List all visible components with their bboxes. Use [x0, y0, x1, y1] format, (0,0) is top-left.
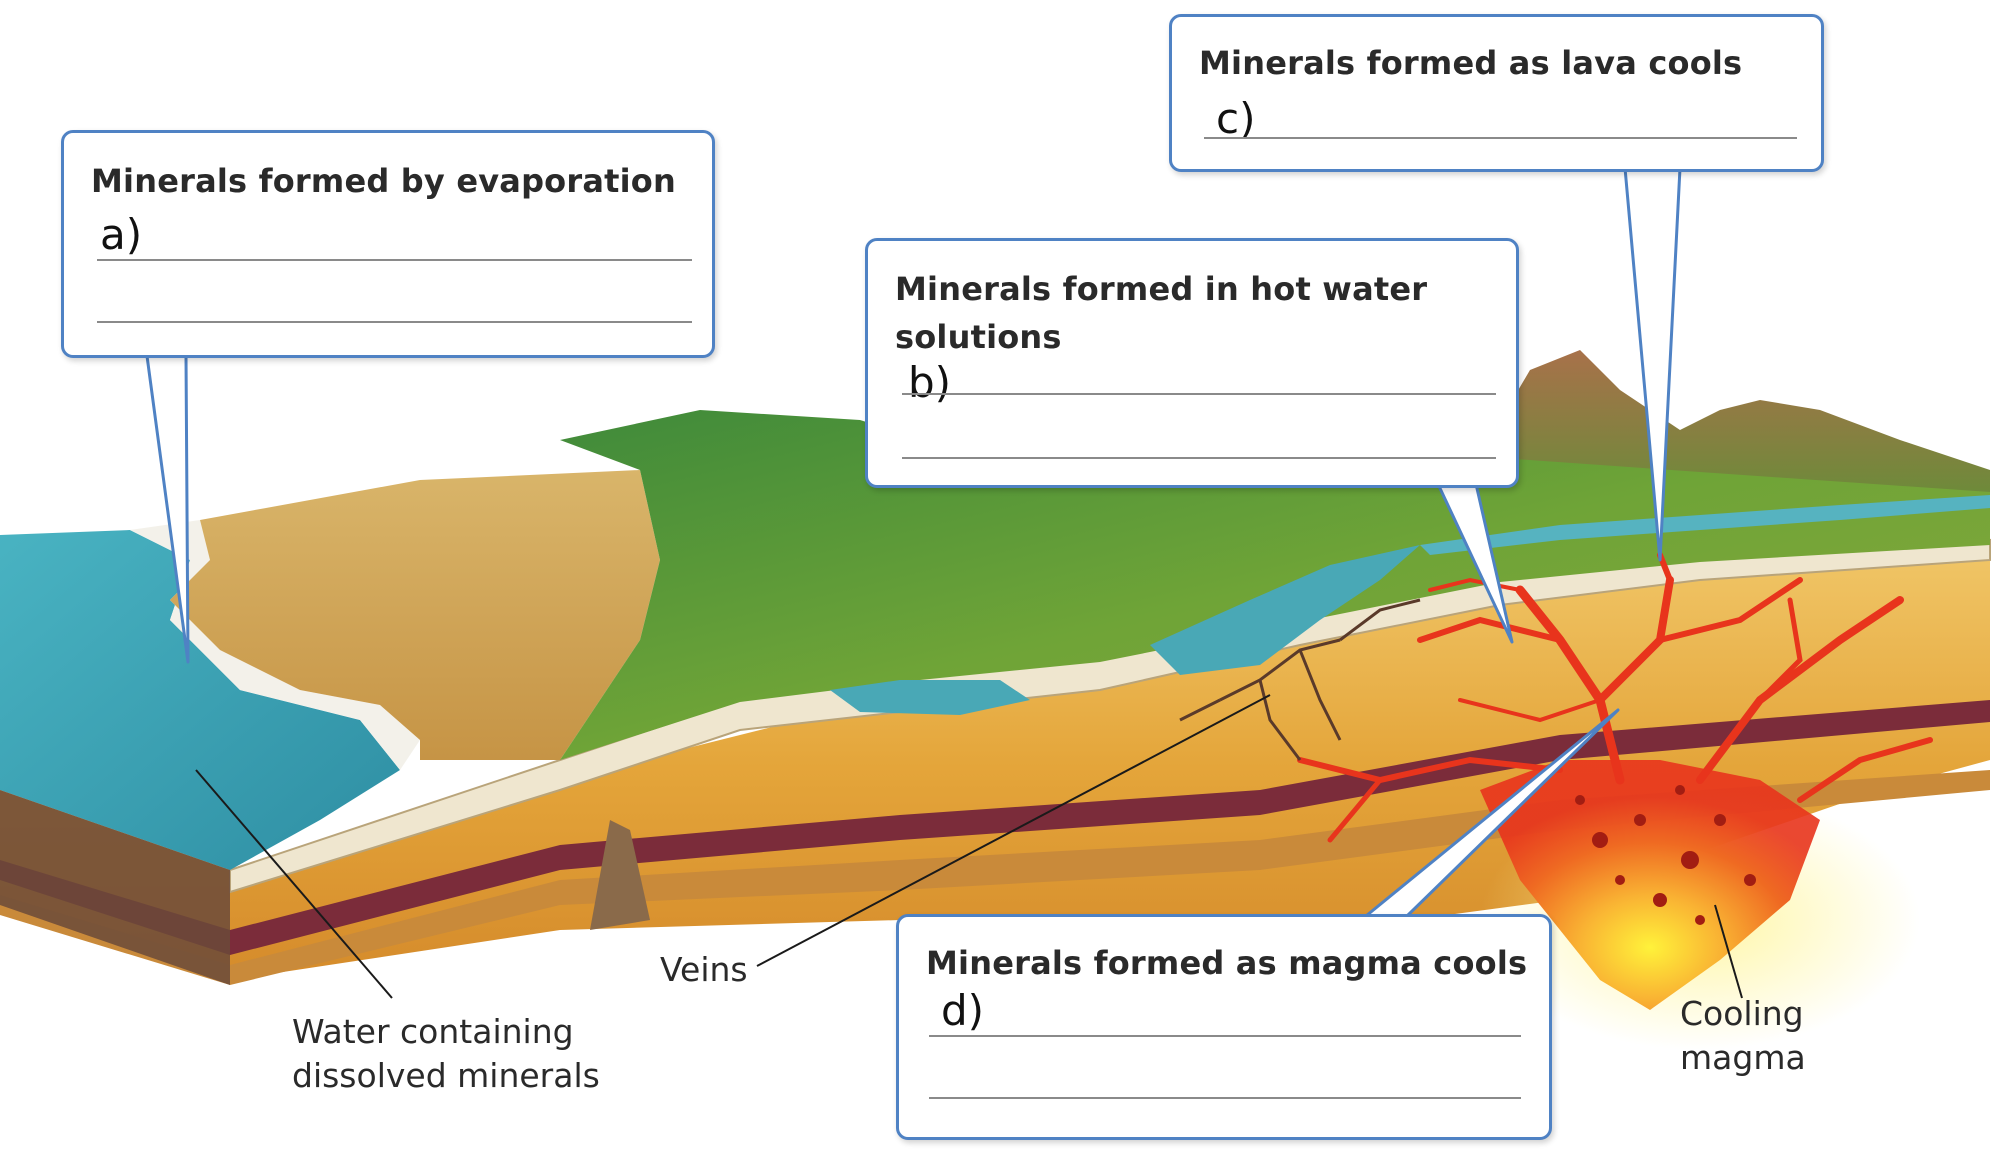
water-label-line2: dissolved minerals: [292, 1056, 600, 1095]
answer-letter: b): [908, 358, 952, 407]
magma-veins: [1297, 552, 1933, 843]
callout-evaporation: Minerals formed by evaporation a): [61, 130, 715, 358]
pond: [830, 680, 1030, 715]
veins-label: Veins: [660, 950, 748, 989]
callout-magma: Minerals formed as magma cools d): [896, 914, 1552, 1140]
river: [1420, 495, 1990, 555]
answer-line[interactable]: [902, 393, 1496, 395]
callout-pointers: [145, 167, 1682, 918]
magma-inclusions: [1575, 785, 1756, 925]
callout-hot-water: Minerals formed in hot water solutions b…: [865, 238, 1519, 488]
evaporite-shoreline: [130, 520, 420, 770]
sea-block-side: [0, 790, 230, 985]
answer-line[interactable]: [97, 259, 692, 261]
callout-title: Minerals formed as lava cools: [1199, 44, 1743, 82]
answer-line[interactable]: [902, 457, 1496, 459]
dry-land: [170, 470, 660, 760]
answer-letter: c): [1216, 94, 1256, 143]
cooling-magma-label-line1: Cooling: [1680, 994, 1804, 1033]
rock-spire: [590, 820, 650, 930]
dark-veins: [1179, 598, 1421, 761]
callout-title: Minerals formed by evaporation: [91, 162, 676, 200]
callout-title: Minerals formed as magma cools: [926, 944, 1528, 982]
water-label-line1: Water containing: [292, 1012, 574, 1051]
callout-title: Minerals formed in hot water solutions: [895, 270, 1428, 356]
answer-letter: d): [941, 986, 985, 1035]
lake: [1150, 545, 1420, 675]
cooling-magma-label-line2: magma: [1680, 1038, 1806, 1077]
sea: [0, 530, 400, 870]
answer-line[interactable]: [929, 1097, 1521, 1099]
answer-line[interactable]: [929, 1035, 1521, 1037]
callout-lava: Minerals formed as lava cools c): [1169, 14, 1824, 172]
mountains: [1480, 350, 1990, 492]
cooling-magma-body: [1480, 760, 1820, 1010]
answer-line[interactable]: [97, 321, 692, 323]
answer-letter: a): [100, 210, 143, 259]
answer-line[interactable]: [1204, 137, 1797, 139]
green-hills: [560, 410, 1990, 760]
label-leader-lines: [195, 694, 1743, 999]
